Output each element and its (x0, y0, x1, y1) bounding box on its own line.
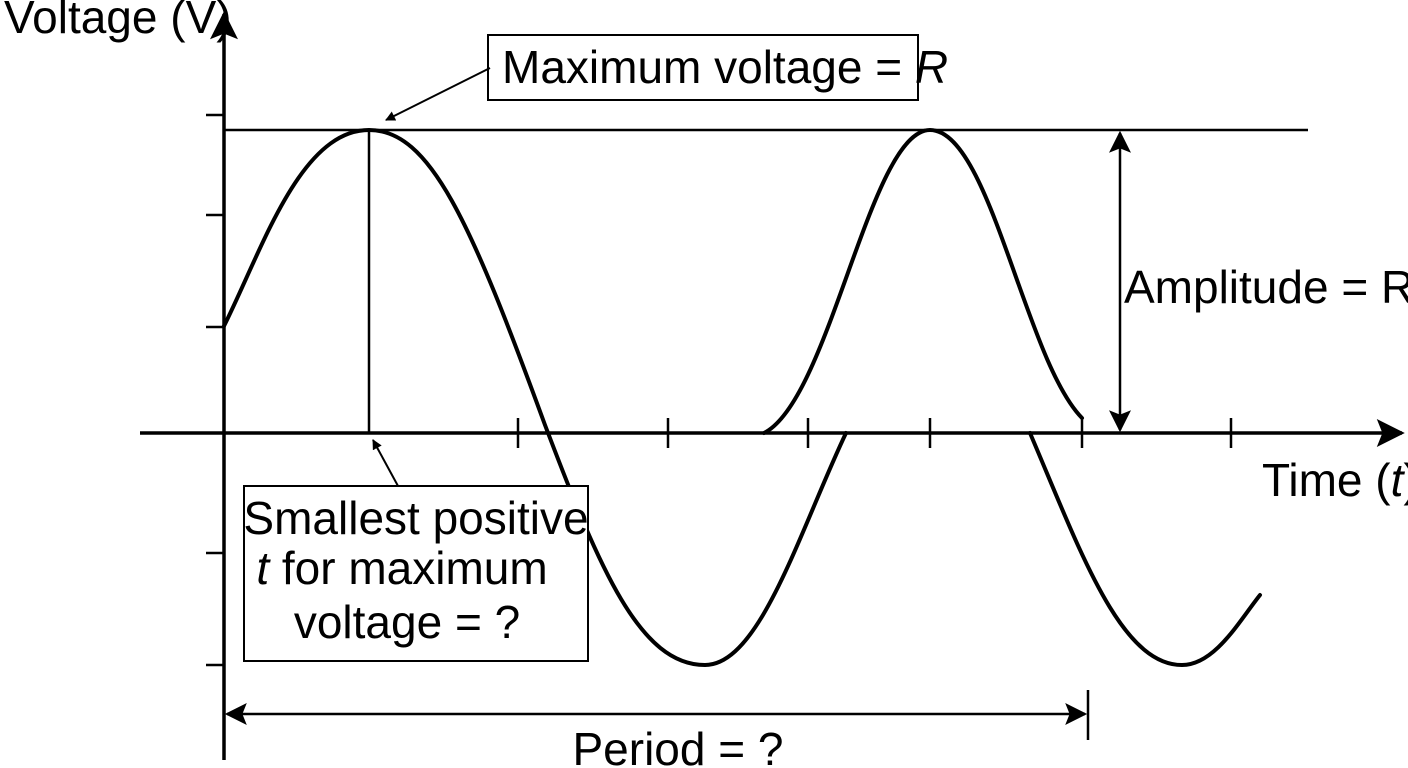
smallest-t-line1: Smallest positive (243, 492, 588, 544)
period-label: Period = ? (573, 723, 784, 768)
y-axis-ticks (206, 113, 224, 667)
smallest-t-pointer (372, 439, 399, 487)
smallest-t-callout: Smallest positive t for maximum voltage … (243, 439, 589, 662)
amplitude-label: Amplitude = R (1124, 261, 1408, 313)
y-axis-label: Voltage (V) (4, 0, 232, 43)
voltage-curve-segment-3 (1028, 431, 1262, 667)
x-axis-ticks (516, 418, 1233, 448)
max-voltage-pointer (385, 67, 491, 121)
svg-text:Maximum voltage = R: Maximum voltage = R (502, 41, 948, 93)
x-axis-label: Time (t) (1262, 454, 1408, 506)
voltage-curve-segment-2 (762, 128, 1084, 435)
max-voltage-callout: Maximum voltage = R (385, 34, 948, 121)
smallest-t-line3: voltage = ? (294, 596, 520, 648)
smallest-t-line2: t for maximum (256, 542, 547, 594)
voltage-curve-segment-1 (222, 128, 848, 667)
